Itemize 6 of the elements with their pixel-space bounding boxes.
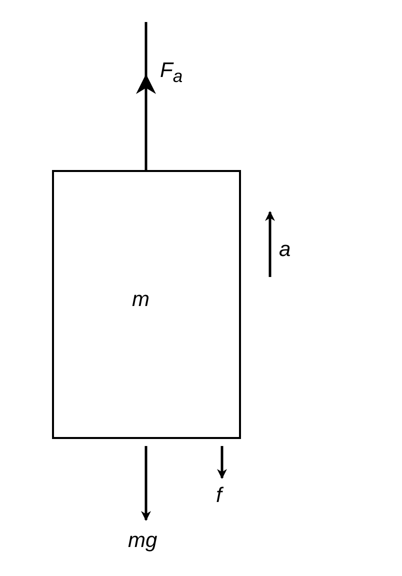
acceleration-label: a [279, 239, 291, 260]
force-label: F$_{a}$ [160, 60, 183, 86]
force-label: mg [128, 530, 158, 551]
mass-label: m [132, 289, 150, 310]
force-label: f [216, 485, 222, 506]
mass-block [52, 170, 241, 439]
